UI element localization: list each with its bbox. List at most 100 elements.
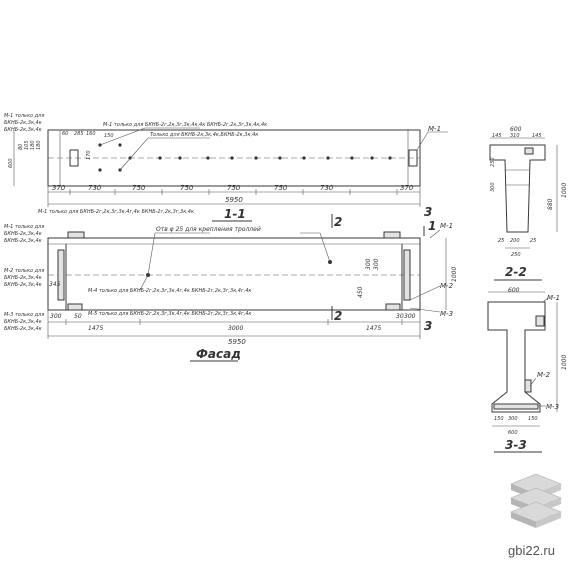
leader-m1-plan (99, 127, 200, 146)
facade-total: 5950 (228, 338, 246, 346)
section-2-2-outline (489, 144, 546, 233)
plan-note-m1: М-1 только для БКНБ-2г,2к,3г,3к,4к,4к БК… (103, 122, 267, 128)
facade-m5-left (67, 303, 83, 311)
leader-m2-facade (409, 285, 441, 301)
facade-m1-right (383, 231, 401, 239)
section-3-3-outline (487, 301, 546, 413)
leader-m1-plan-right (416, 131, 448, 151)
section-2-2-title: 2-2 (505, 265, 527, 279)
facade-height-total: 1000 (451, 267, 458, 282)
facade-end-plate-left (57, 249, 65, 301)
plan-top-dim-1: 60 (62, 131, 68, 137)
section-2-2-top-part-3: 145 (532, 133, 542, 139)
section-3-3-bottom-2: 300 (508, 416, 518, 422)
plan-tag-m1: М-1 (428, 125, 441, 133)
section-2-2: 600 145 310 145 1000 880 250 300 25 200 … (489, 126, 568, 281)
section-3-3-base: 600 (508, 430, 518, 436)
cut-1-label: 1 (428, 219, 436, 233)
plan-left-dim-3: 105 (24, 140, 30, 150)
leader-m3-facade (409, 307, 441, 313)
plan-top-dim-3: 160 (86, 131, 96, 137)
section-2-2-bottom-2: 200 (510, 238, 520, 244)
leader-holes-facade (147, 232, 210, 276)
leader-m1-facade (429, 229, 441, 239)
section-2-2-bottom-1: 25 (498, 238, 504, 244)
facade-seg-1: 300 (50, 313, 62, 320)
section-1-1-title: 1-1 (224, 207, 246, 221)
section-2-2-top-width: 600 (510, 126, 522, 133)
section-1-1: 370 730 750 750 750 750 730 370 5950 1-1… (4, 113, 448, 222)
facade-tag-m3: М-3 (440, 310, 453, 318)
section-3-3-tag-m3: М-3 (546, 403, 559, 411)
embedded-plate-right (408, 149, 418, 167)
facade-left-m3-1: М-3 только для (4, 312, 44, 318)
facade-seg-2: 1475 (88, 325, 103, 332)
facade-seg-5: 300 (404, 313, 416, 320)
plan-span-5: 750 (227, 184, 241, 192)
section-3-3-plate-m3 (493, 403, 539, 410)
section-3-3-title: 3-3 (505, 438, 527, 452)
plan-note-left-3: БКНБ-2к,3к,4к (4, 127, 42, 133)
plan-span-8: 370 (400, 184, 414, 192)
leader-m2-s3 (529, 377, 537, 387)
facade-height-4: 300 (373, 258, 380, 270)
facade-left-m3-3: БКНБ-2к,3к,4к (4, 326, 42, 332)
plan-left-dim-2: 80 (18, 144, 24, 150)
section-3-3-bottom-3: 150 (528, 416, 538, 422)
facade-m1-left (67, 231, 85, 239)
facade-left-m1-3: БКНБ-2к,3к,4к (4, 238, 42, 244)
cut-2-label-bottom: 2 (334, 309, 342, 323)
facade-left-m2-2: БКНБ-2к,3к,4к (4, 275, 42, 281)
plan-left-dim-5: 180 (36, 140, 42, 150)
plan-note-left-2: БКНБ-2к,3к,4к (4, 120, 42, 126)
plan-top-dim-2: 285 (74, 131, 84, 137)
section-3-3-bottom-1: 150 (494, 416, 504, 422)
section-2-2-bottom-3: 25 (530, 238, 536, 244)
facade-dim-ticks (47, 310, 421, 339)
plan-inner-dim-2: 170 (86, 150, 92, 160)
facade-note-m1: М-1 только для БКНБ-2г,2к,3г,3к,4г,4к БК… (38, 209, 194, 215)
facade-small-dim-2: 50 (74, 313, 82, 320)
facade-view: 2 2 1 3 3 1000 450 300 300 345 300 1475 … (4, 205, 458, 362)
facade-note-m5: М-5 только для БКНБ-2г,2к,3г,3к,4г,4к БК… (88, 311, 251, 317)
section-3-3-tag-m1: М-1 (547, 294, 560, 302)
plan-total: 5950 (225, 196, 243, 204)
cut-3-label-bottom: 3 (424, 319, 432, 333)
stacked-plates-logo-icon (509, 473, 563, 528)
facade-height-3: 300 (365, 258, 372, 270)
facade-m5-right (385, 303, 401, 311)
facade-small-dim-1: 30 (396, 313, 404, 320)
section-3-3: 600 1000 150 300 150 600 3-3 М-1 М-2 М-3 (487, 287, 568, 453)
cut-3-label-top: 3 (424, 205, 432, 219)
facade-outline (47, 237, 421, 311)
plan-left-dim-4: 180 (30, 140, 36, 150)
section-2-2-plate (524, 147, 534, 155)
leader-m1-s3 (542, 297, 549, 303)
leader-holes-facade-right (300, 232, 331, 263)
facade-left-m3-2: БКНБ-2к,3к,4к (4, 319, 42, 325)
section-3-3-height: 1000 (561, 355, 568, 370)
facade-left-m1-2: БКНБ-2к,3к,4к (4, 231, 42, 237)
section-3-3-tag-m2: М-2 (537, 371, 551, 379)
plan-note-holes: Только для БКНБ-2к,3к,4к,БКНБ-2к,3к,4к (150, 132, 258, 138)
plan-span-1: 370 (52, 184, 66, 192)
facade-tag-m2: М-2 (440, 282, 454, 290)
section-3-3-plate-m1 (535, 315, 545, 327)
embedded-plate-left (69, 149, 79, 167)
plan-note-left-1: М-1 только для (4, 113, 44, 119)
plan-holes (98, 143, 392, 172)
facade-left-m2-3: БКНБ-2к,3к,4к (4, 282, 42, 288)
section-2-2-height-2: 300 (490, 182, 496, 192)
facade-left-m1-1: М-1 только для (4, 224, 44, 230)
section-3-3-top-width: 600 (508, 287, 520, 294)
leader-holes-plan (119, 137, 210, 171)
plan-span-3: 750 (132, 184, 146, 192)
watermark-site: gbi22.ru (508, 543, 555, 558)
leader-m4-facade (139, 274, 149, 291)
section-2-2-height-total: 1000 (561, 183, 568, 198)
plan-left-dim-1: 600 (8, 158, 14, 168)
section-2-2-top-part-2: 310 (510, 133, 520, 139)
facade-title: Фасад (196, 347, 241, 361)
facade-seg-4: 1475 (366, 325, 381, 332)
cut-2-label-top: 2 (334, 215, 342, 229)
